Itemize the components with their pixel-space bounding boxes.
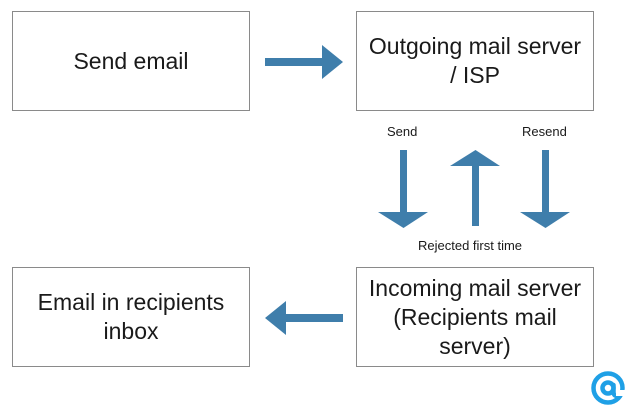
incoming-mail-server-box: Incoming mail server (Recipients mail se… [356, 267, 594, 367]
outgoing-mail-server-box: Outgoing mail server / ISP [356, 11, 594, 111]
at-sign-logo-icon [591, 371, 626, 405]
resend-label: Resend [522, 124, 567, 139]
arrow-left-incoming-to-inbox [265, 301, 343, 335]
send-label: Send [387, 124, 418, 139]
arrow-down-send [378, 150, 428, 228]
rejected-first-time-label: Rejected first time [418, 238, 523, 253]
arrow-down-resend [520, 150, 570, 228]
arrow-up-rejected [450, 150, 500, 226]
send-email-box: Send email [12, 11, 250, 111]
recipient-inbox-box: Email in recipients inbox [12, 267, 250, 367]
arrow-right-send-to-outgoing [265, 45, 343, 79]
